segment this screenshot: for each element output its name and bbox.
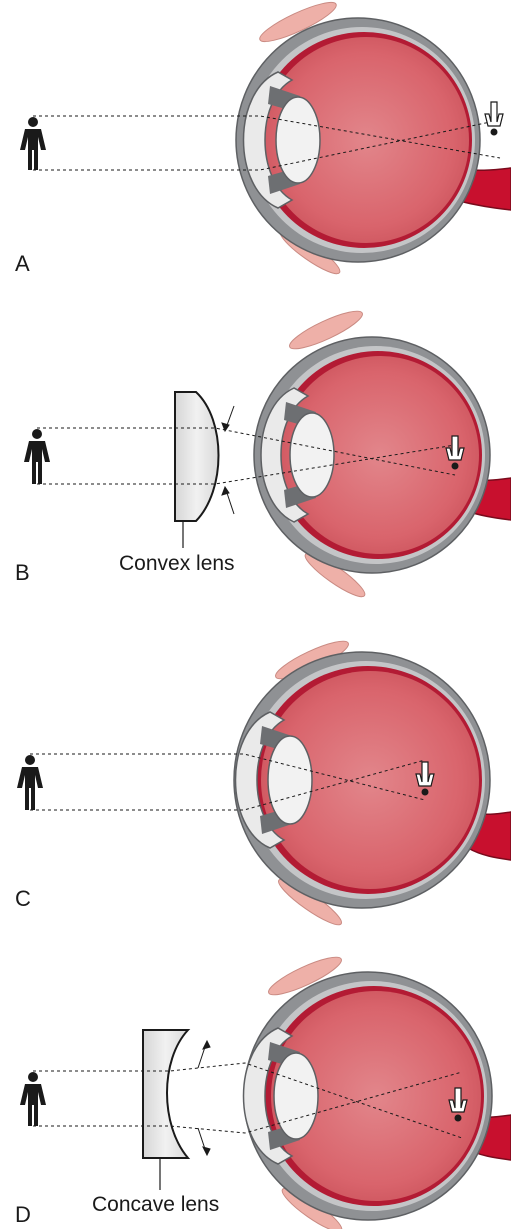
- eyeball-b: [254, 305, 511, 602]
- divergence-arrows: [198, 1041, 210, 1155]
- panel-letter: B: [15, 560, 30, 585]
- panel-letter: A: [15, 251, 30, 276]
- panel-letter: D: [15, 1202, 31, 1227]
- panel-d: Concave lens D: [15, 951, 511, 1229]
- lens-caption: Concave lens: [92, 1193, 219, 1216]
- panel-b: Convex lens B: [15, 305, 511, 602]
- eyeball-c: [234, 635, 511, 930]
- person-object-c: [17, 755, 43, 810]
- person-object-b: [24, 429, 50, 484]
- retinal-image-a: [485, 102, 503, 136]
- lens-caption: Convex lens: [119, 552, 235, 575]
- crystalline-lens: [274, 1053, 318, 1139]
- eyeball-a: [236, 0, 511, 279]
- concave-lens: [143, 1030, 188, 1190]
- crystalline-lens: [290, 413, 334, 497]
- convergence-arrows: [222, 406, 234, 514]
- panel-letter: C: [15, 886, 31, 911]
- crystalline-lens: [268, 736, 312, 824]
- convex-lens: [175, 392, 219, 548]
- crystalline-lens: [276, 97, 320, 183]
- panel-a: A: [15, 0, 511, 279]
- person-object-d: [20, 1072, 46, 1126]
- eyeball-d: [244, 951, 511, 1229]
- person-object-a: [20, 117, 46, 170]
- panel-c: C: [15, 635, 511, 930]
